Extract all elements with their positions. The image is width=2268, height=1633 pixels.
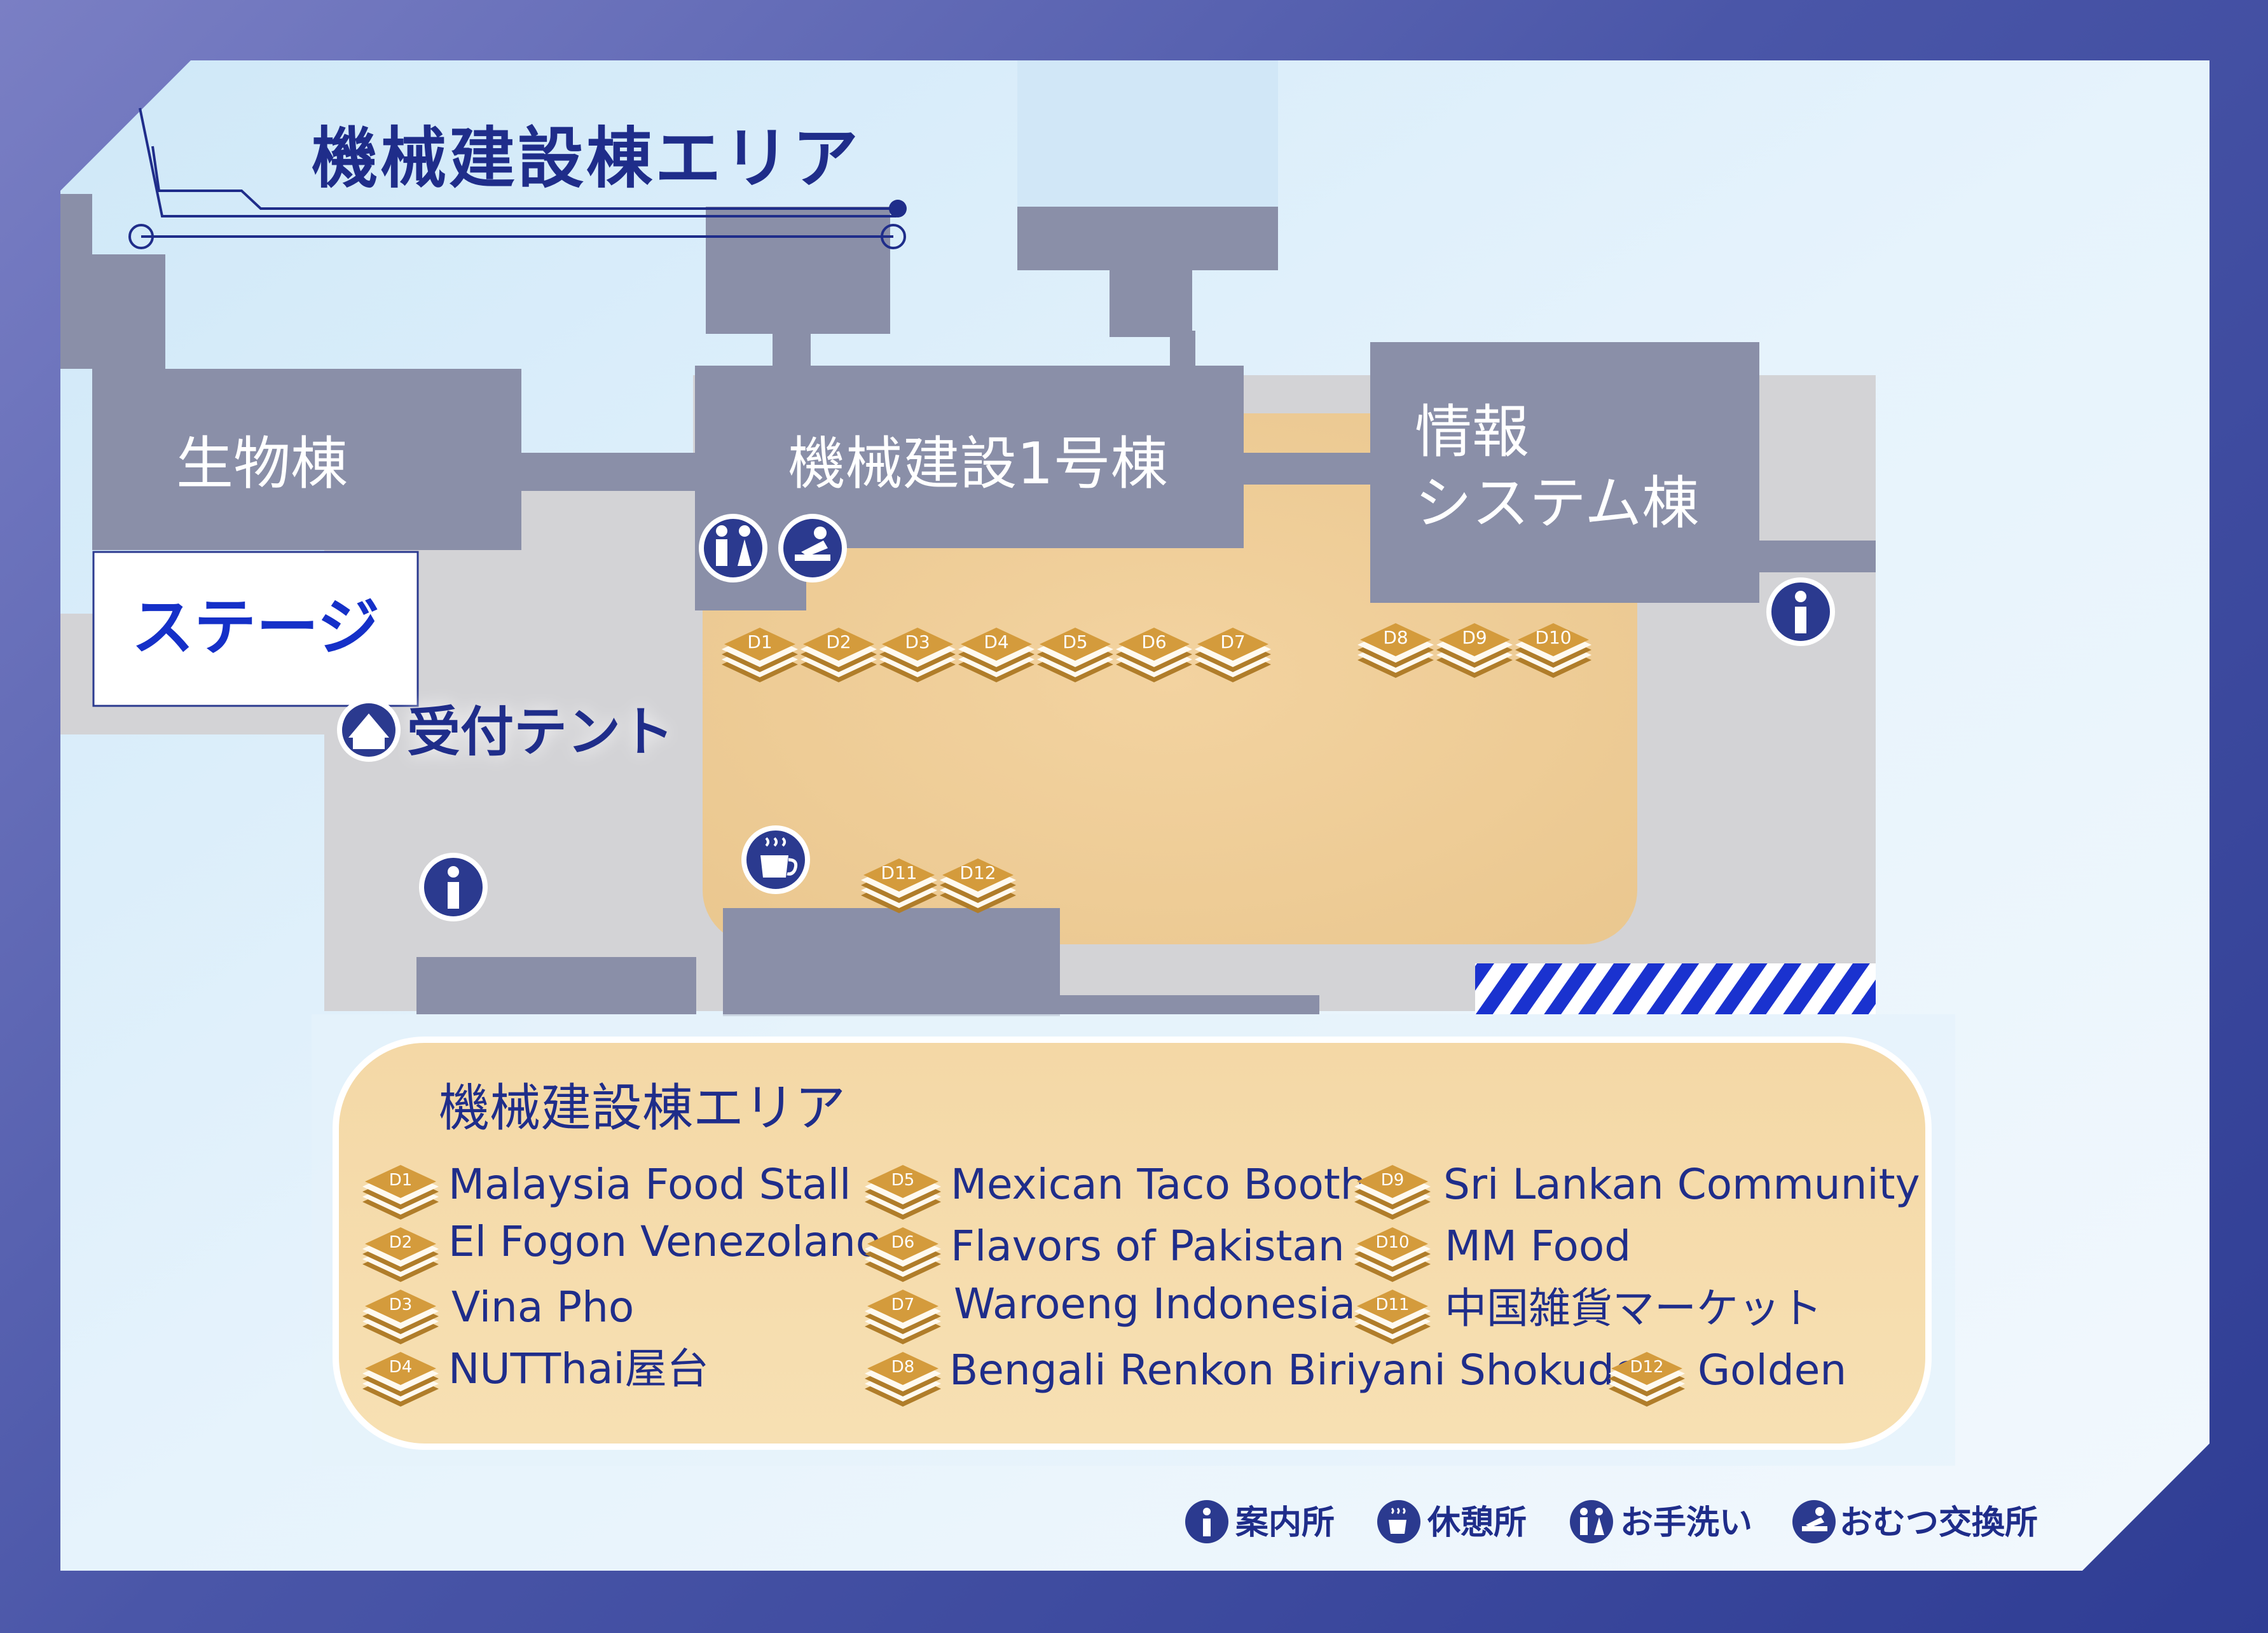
- booth-marker-d11: D11: [861, 858, 937, 913]
- legend-item-d10: D10: [1354, 1227, 1431, 1282]
- key-rest-icon: [1377, 1500, 1420, 1543]
- stage-box: [92, 551, 419, 707]
- svg-text:D4: D4: [389, 1358, 413, 1377]
- booth-marker-d6: D6: [1116, 628, 1192, 682]
- legend-item-d9: D9: [1354, 1165, 1431, 1220]
- svg-text:D5: D5: [891, 1171, 915, 1190]
- legend-name-d1: Malaysia Food Stall: [448, 1160, 851, 1209]
- svg-text:D7: D7: [891, 1295, 915, 1314]
- key-diaper-icon: [1792, 1500, 1836, 1543]
- legend-name-d10: MM Food: [1445, 1222, 1631, 1271]
- svg-text:D10: D10: [1375, 1233, 1409, 1252]
- legend-item-d2: D2: [362, 1227, 439, 1282]
- booth-marker-d7: D7: [1195, 628, 1271, 682]
- svg-text:D11: D11: [1375, 1295, 1409, 1314]
- booth-marker-row1[interactable]: D1 D2 D3 D4 D5 D6 D7: [722, 628, 1271, 682]
- svg-text:D6: D6: [891, 1233, 915, 1252]
- booth-marker-row3[interactable]: D11 D12: [861, 858, 1016, 913]
- booth-marker-row2[interactable]: D8 D9 D10: [1357, 623, 1591, 678]
- legend-item-d11: D11: [1354, 1290, 1431, 1344]
- building-info-label-line2: システム棟: [1415, 470, 1699, 537]
- svg-text:D1: D1: [747, 631, 772, 652]
- svg-text:D8: D8: [1383, 627, 1408, 648]
- svg-text:D9: D9: [1462, 627, 1487, 648]
- legend-panel: [333, 1037, 1932, 1450]
- booth-marker-d3: D3: [879, 628, 956, 682]
- legend-name-d8: Bengali Renkon Biriyani Shokudo: [949, 1346, 1640, 1395]
- svg-text:D12: D12: [1630, 1358, 1663, 1377]
- legend-item-d5: D5: [865, 1165, 941, 1220]
- building-bio-label: 生物棟: [176, 431, 348, 497]
- area-title-decoration: [128, 107, 906, 249]
- booth-marker-d8: D8: [1357, 623, 1434, 678]
- reception-tent-icon[interactable]: [337, 698, 401, 762]
- svg-text:D11: D11: [881, 862, 917, 883]
- booth-marker-d4: D4: [958, 628, 1034, 682]
- svg-text:D4: D4: [984, 631, 1008, 652]
- svg-text:D9: D9: [1381, 1171, 1405, 1190]
- legend-name-d11: 中国雑貨マーケット: [1445, 1284, 1822, 1333]
- key-info-label: 案内所: [1235, 1504, 1335, 1542]
- legend-name-d3: Vina Pho: [451, 1283, 634, 1332]
- toilet-icon[interactable]: [699, 514, 767, 582]
- legend-name-d4: NUTThai屋台: [448, 1344, 709, 1393]
- booth-marker-d1: D1: [722, 628, 798, 682]
- svg-text:D8: D8: [891, 1358, 915, 1377]
- legend-list: D1 Malaysia Food Stall D2 El Fogon Venez…: [362, 1160, 1920, 1407]
- booth-marker-d2: D2: [801, 628, 877, 682]
- building-mech1-label: 機械建設1号棟: [788, 431, 1167, 497]
- legend-name-d5: Mexican Taco Booth: [951, 1160, 1367, 1209]
- svg-text:D12: D12: [959, 862, 996, 883]
- info-icon[interactable]: [1766, 577, 1835, 646]
- key-rest-label: 休憩所: [1427, 1504, 1527, 1542]
- building-info-label-line1: 情報: [1415, 399, 1529, 465]
- key-diaper-label: おむつ交換所: [1839, 1504, 2038, 1542]
- key-info-icon: [1185, 1500, 1228, 1543]
- svg-text:D3: D3: [389, 1295, 413, 1314]
- svg-text:D3: D3: [905, 631, 930, 652]
- key-toilet-icon: [1570, 1500, 1613, 1543]
- key-toilet-label: お手洗い: [1620, 1504, 1752, 1542]
- svg-text:D5: D5: [1062, 631, 1087, 652]
- rest-area-icon[interactable]: [741, 825, 810, 894]
- svg-text:D2: D2: [826, 631, 851, 652]
- striped-zone: [1475, 963, 1876, 1014]
- legend-name-d7: Waroeng Indonesia: [954, 1279, 1356, 1328]
- legend-name-d6: Flavors of Pakistan: [951, 1222, 1345, 1271]
- booth-marker-d12: D12: [940, 858, 1016, 913]
- svg-text:D6: D6: [1141, 631, 1166, 652]
- booth-marker-d5: D5: [1037, 628, 1113, 682]
- booth-marker-d10: D10: [1515, 623, 1591, 678]
- legend-item-d8: D8: [865, 1352, 941, 1407]
- legend-name-d2: El Fogon Venezolano: [448, 1217, 881, 1266]
- legend-item-d4: D4: [362, 1352, 439, 1407]
- stage-label: ステージ: [132, 591, 380, 664]
- legend-name-d9: Sri Lankan Community: [1443, 1160, 1920, 1209]
- legend-item-d7: D7: [865, 1290, 941, 1344]
- diaper-change-icon[interactable]: [778, 514, 847, 582]
- info-icon[interactable]: [419, 853, 488, 921]
- reception-label: 受付テント: [407, 701, 674, 763]
- legend-title: 機械建設棟エリア: [439, 1078, 846, 1138]
- legend-item-d6: D6: [865, 1227, 941, 1282]
- svg-text:D2: D2: [389, 1233, 413, 1252]
- buildings: [60, 197, 1876, 1016]
- area-title: 機械建設棟エリア: [312, 120, 861, 197]
- legend-item-d1: D1: [362, 1165, 439, 1220]
- booth-marker-d9: D9: [1436, 623, 1513, 678]
- icon-key: 案内所 休憩所 お手洗い おむつ交換所: [1185, 1500, 2038, 1543]
- legend-name-d12: Golden: [1698, 1346, 1846, 1395]
- legend-item-d12: D12: [1609, 1352, 1685, 1407]
- svg-text:D1: D1: [389, 1171, 413, 1190]
- svg-text:D10: D10: [1535, 627, 1571, 648]
- svg-text:D7: D7: [1220, 631, 1245, 652]
- legend-item-d3: D3: [362, 1290, 439, 1344]
